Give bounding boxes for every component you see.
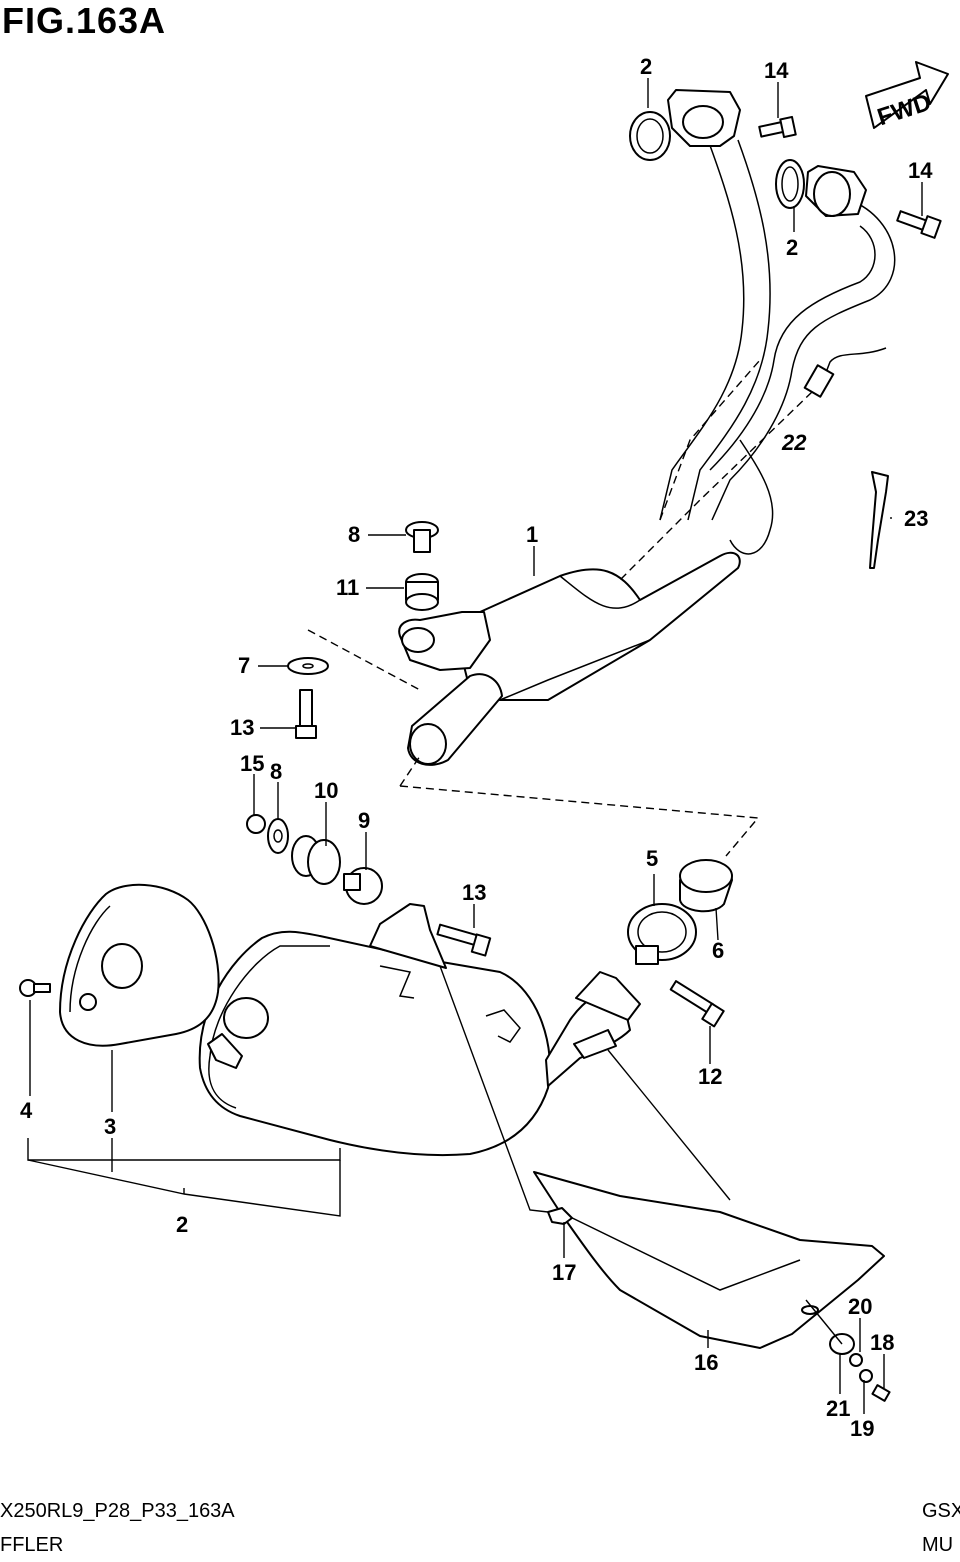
callout-9-lower: 9 (358, 808, 370, 833)
heat-shield-grommet (547, 1207, 573, 1225)
figure-title: FIG.163A (2, 0, 167, 41)
muffler-clamp (627, 903, 697, 965)
callout-11: 11 (336, 575, 359, 600)
callout-17: 17 (552, 1260, 576, 1285)
exhaust-pipe-assembly (398, 89, 896, 766)
flange-bolt-lower (896, 210, 942, 239)
callout-8-upper: 7 (238, 653, 250, 678)
callout-3: 2 (176, 1212, 188, 1237)
callout-5: 4 (20, 1098, 33, 1123)
callout-14-upper: 14 (764, 58, 789, 83)
callout-12: 12 (698, 1064, 722, 1089)
end-cap-screw (19, 979, 51, 997)
callout-14-lower: 14 (908, 158, 933, 183)
cushion-stack-lower (246, 814, 383, 905)
footer-diagram-code: X250RL9_P28_P33_163A (0, 1500, 235, 1522)
cable-tie (869, 471, 889, 569)
muffler-mount-bolt (436, 923, 492, 957)
muffler-gasket (679, 859, 733, 913)
fwd-arrow-icon: FWD (865, 61, 949, 131)
muffler-body (198, 903, 641, 1157)
callout-8-lower: 8 (270, 759, 282, 784)
flange-bolt-upper (758, 115, 797, 139)
footer-section-name: FFLER (0, 1534, 64, 1556)
footer-model-code: GSX (922, 1500, 960, 1522)
callout-6: 5 (646, 846, 658, 871)
callout-13-upper: 13 (230, 715, 254, 740)
callout-16: 16 (694, 1350, 718, 1375)
callout-4: 3 (104, 1114, 116, 1139)
cushion-stack-upper (287, 521, 439, 739)
callout-2-lower: 2 (786, 235, 798, 260)
callout-13-lower: 13 (462, 880, 486, 905)
callout-19: 19 (850, 1416, 874, 1441)
callout-20: 20 (848, 1294, 872, 1319)
callout-1: 1 (526, 522, 538, 547)
footer-section-name-right: MU (922, 1534, 954, 1556)
callout-9-upper: 8 (348, 522, 360, 547)
muffler-end-cap (59, 883, 220, 1047)
callout-7: 6 (712, 938, 724, 963)
callout-15: 15 (240, 751, 264, 776)
exhaust-gasket-lower (775, 159, 805, 209)
heat-shield (533, 1171, 885, 1349)
callout-23: 23 (904, 506, 928, 531)
callout-10: 10 (314, 778, 338, 803)
callout-22: 22 (781, 430, 807, 455)
callout-21: 21 (826, 1396, 850, 1421)
callout-2-upper: 2 (640, 54, 652, 79)
clamp-bolt (669, 980, 725, 1028)
callout-18: 18 (870, 1330, 894, 1355)
